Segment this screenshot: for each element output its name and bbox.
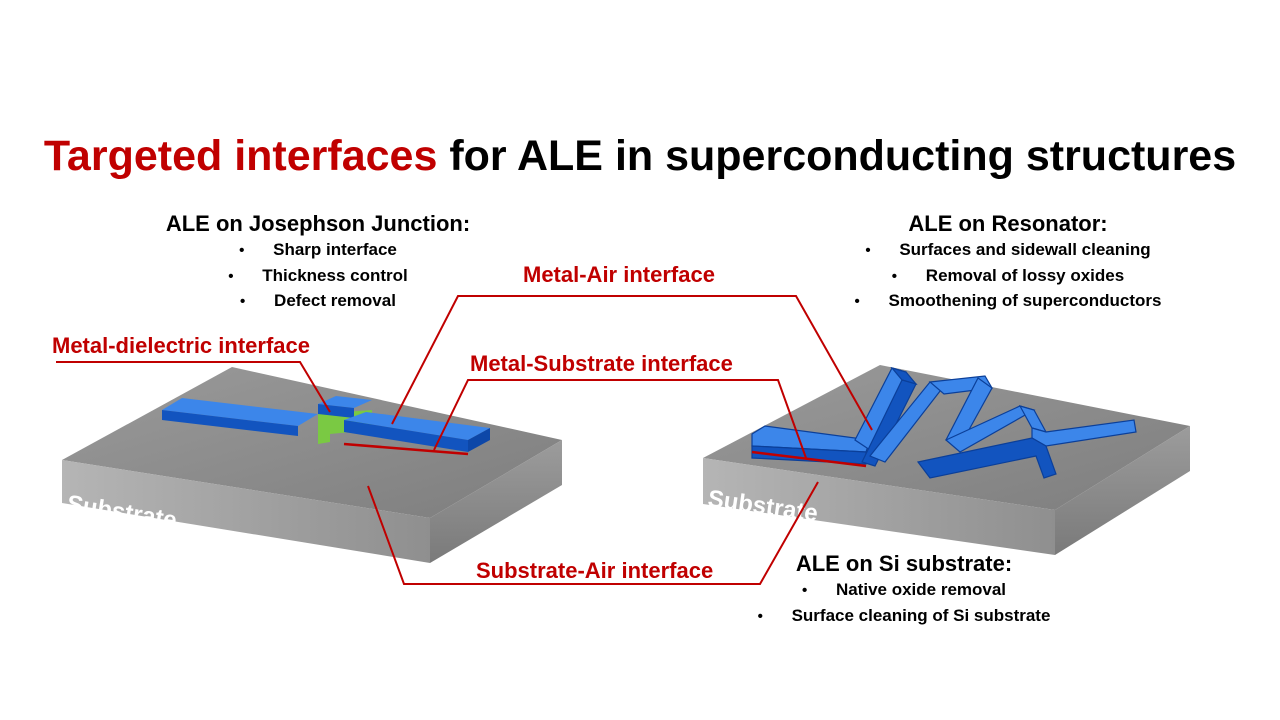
metal-dielectric-label: Metal-dielectric interface [52, 333, 310, 358]
substrate-air-label: Substrate-Air interface [476, 558, 714, 583]
resonator-block: ALE on Resonator: •Surfaces and sidewall… [818, 210, 1198, 315]
res-metal-substrate-edge [751, 450, 867, 468]
right-substrate-top [703, 365, 1190, 510]
silicon-block: ALE on Si substrate: •Native oxide remov… [724, 550, 1084, 629]
right-substrate: Substrate [703, 365, 1190, 555]
jj-left-lead-front [162, 410, 298, 436]
jj-right-lead-top [344, 412, 490, 440]
substrate-air-callout [367, 481, 819, 585]
left-substrate-side [430, 440, 562, 563]
list-item: •Native oxide removal [801, 580, 1007, 599]
left-substrate-front [62, 460, 430, 563]
jj-left-lead-top [162, 398, 318, 426]
res-segment-3 [861, 379, 917, 467]
silicon-list: •Native oxide removal •Surface cleaning … [724, 578, 1084, 629]
resonator [751, 366, 1137, 479]
list-item: •Surfaces and sidewall cleaning [865, 240, 1151, 259]
callout-lines [56, 295, 873, 585]
jj-metal-substrate-edge [343, 442, 469, 456]
title-accent: Targeted interfaces [43, 132, 438, 180]
page-title: Targeted interfaces for ALE in supercond… [0, 132, 1280, 181]
metal-substrate-label: Metal-Substrate interface [470, 351, 733, 376]
list-item: •Removal of lossy oxides [891, 265, 1125, 285]
metal-air-callout [391, 295, 873, 431]
josephson-block: ALE on Josephson Junction: •Sharp interf… [148, 210, 488, 315]
jj-right-lead-side [468, 428, 490, 452]
res-segment-1-front [751, 445, 867, 465]
josephson-heading: ALE on Josephson Junction: [165, 211, 471, 236]
resonator-list: •Surfaces and sidewall cleaning •Removal… [818, 238, 1198, 315]
metal-air-label: Metal-Air interface [523, 262, 715, 287]
silicon-heading: ALE on Si substrate: [795, 551, 1013, 576]
right-substrate-front [703, 458, 1055, 555]
resonator-heading: ALE on Resonator: [908, 211, 1108, 236]
jj-top-electrode-top [318, 396, 372, 408]
metal-substrate-callout [433, 379, 807, 459]
list-item: •Surface cleaning of Si substrate [757, 605, 1051, 625]
right-substrate-side [1055, 426, 1190, 555]
list-item: •Thickness control [228, 265, 408, 285]
title-rest: for ALE in superconducting structures [437, 132, 1237, 180]
list-item: •Smoothening of superconductors [854, 291, 1162, 310]
metal-dielectric-callout [56, 361, 331, 413]
list-item: •Sharp interface [239, 240, 397, 259]
left-substrate: Substrate [62, 367, 562, 563]
list-item: •Defect removal [240, 291, 396, 310]
josephson-list: •Sharp interface •Thickness control •Def… [148, 238, 488, 315]
res-segment-10 [916, 437, 1057, 479]
